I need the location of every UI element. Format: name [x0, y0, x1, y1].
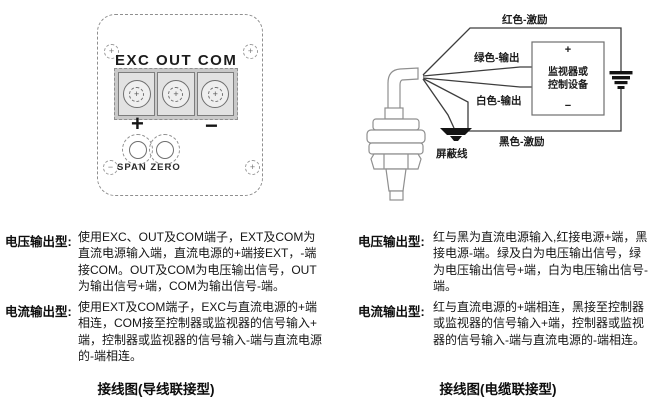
green-wire-label: 绿色-输出	[474, 52, 520, 64]
text-line: 的-端相连。	[78, 348, 142, 363]
battery-icon	[609, 71, 633, 89]
ground-icon	[440, 128, 472, 141]
sensor-neck	[384, 107, 404, 120]
cable-diagram	[366, 27, 633, 201]
terminal-com: +	[196, 72, 234, 116]
section-label-current-left: 电流输出型:	[5, 305, 72, 319]
span-zero-label: SPAN ZERO	[117, 162, 181, 173]
terminal-screw-icon: +	[201, 80, 230, 108]
section-label-current-right: 电流输出型:	[358, 305, 425, 319]
section-body-current-left: 使用EXT及COM端子，EXC与直流电源的+端 相连，COM接至控制器或监视器的…	[78, 299, 322, 364]
text-line: 端，控制器或监视器的信号输入-端与直流电源	[78, 332, 322, 347]
pot-knob	[128, 140, 147, 159]
caption-cable-type: 接线图(电缆联接型)	[439, 382, 557, 397]
wire-shield	[422, 78, 455, 129]
section-body-current-right: 红与直流电源的+端相连，黑接至控制器 或监视器的信号输入+端，控制器或监视 器的…	[433, 299, 645, 348]
device-box-plus: +	[564, 44, 572, 56]
terminal-block: + + +	[114, 68, 238, 120]
device-box-name: 监视器或 控制设备	[548, 66, 588, 91]
terminal-screw-icon: +	[161, 80, 190, 108]
caption-wire-type: 接线图(导线联接型)	[97, 382, 215, 397]
sensor-hex-nut	[370, 153, 422, 170]
wire-white-output	[422, 77, 532, 88]
text-line: 或监视器的信号输入+端，控制器或监视	[433, 316, 645, 331]
terminal-out: +	[157, 72, 195, 116]
text-line: 接电源-端。绿及白为电压输出信号，绿	[433, 246, 641, 261]
section-label-voltage-right: 电压输出型:	[358, 235, 425, 249]
text-line: 器的信号输入-端与直流电源的-端相连。	[433, 332, 645, 347]
corner-screw-icon: −	[103, 160, 118, 175]
device-box: + 监视器或 控制设备 −	[532, 42, 604, 115]
section-body-voltage-right: 红与黑为直流电源输入,红接电源+端，黑 接电源-端。绿及白为电压输出信号，绿 为…	[433, 229, 648, 294]
zero-potentiometer-icon	[149, 134, 180, 165]
screw-cross: +	[129, 86, 145, 102]
device-box-minus: −	[564, 100, 572, 112]
text-line: 直流电源输入端，直流电源的+端接EXT，-端	[78, 246, 317, 261]
minus-mark: −	[205, 113, 218, 138]
text-line: 为输出信号+端，COM为输出信号-端。	[78, 278, 286, 293]
sensor-flange	[372, 118, 420, 131]
screw-slot: +	[249, 162, 256, 172]
white-wire-label: 白色-输出	[476, 95, 522, 107]
black-wire-label: 黑色-激励	[499, 136, 545, 148]
text-line: 使用EXT及COM端子，EXC与直流电源的+端	[78, 300, 318, 314]
sensor-pipe	[387, 67, 419, 110]
screw-cross: +	[168, 86, 184, 102]
wire-green-output	[422, 66, 532, 77]
wire-red-excitation	[422, 27, 622, 76]
terminal-heading: EXC OUT COM	[115, 52, 238, 69]
sensor-plug	[385, 168, 407, 192]
text-line: 相连，COM接至控制器或监视器的信号输入+	[78, 316, 318, 331]
corner-screw-icon: +	[104, 44, 119, 59]
text-line: 端。	[433, 278, 458, 293]
plus-mark: +	[131, 111, 144, 136]
shield-wire-label: 屏蔽线	[436, 148, 468, 160]
corner-screw-icon: +	[245, 160, 260, 175]
screw-cross: +	[207, 86, 223, 102]
device-box-outline	[531, 41, 605, 116]
corner-screw-icon: +	[243, 44, 258, 59]
text-line: 红与黑为直流电源输入,红接电源+端，黑	[433, 230, 648, 244]
terminal-screw-icon: +	[122, 80, 151, 108]
sensor-tip	[389, 190, 404, 201]
pressure-sensor-illustration	[366, 67, 426, 201]
terminal-panel: + + − + EXC OUT COM + + + + −	[97, 14, 263, 196]
screw-slot: +	[247, 46, 254, 56]
pot-knob	[155, 140, 174, 159]
red-wire-label: 红色-激励	[502, 14, 548, 26]
text-line: 使用EXC、OUT及COM端子，EXT及COM为	[78, 230, 316, 244]
text-line: 接COM。OUT及COM为电压输出信号，OUT	[78, 262, 317, 277]
text-line: 红与直流电源的+端相连，黑接至控制器	[433, 300, 645, 314]
section-body-voltage-left: 使用EXC、OUT及COM端子，EXT及COM为 直流电源输入端，直流电源的+端…	[78, 229, 317, 294]
section-label-voltage-left: 电压输出型:	[5, 235, 72, 249]
sensor-body-lower	[368, 142, 424, 155]
screw-slot: +	[108, 46, 115, 56]
sensor-body-upper	[366, 129, 426, 144]
text-line: 为电压输出信号+端，白为电压输出信号-	[433, 262, 649, 277]
screw-slot: −	[107, 162, 114, 172]
terminal-exc: +	[118, 72, 156, 116]
